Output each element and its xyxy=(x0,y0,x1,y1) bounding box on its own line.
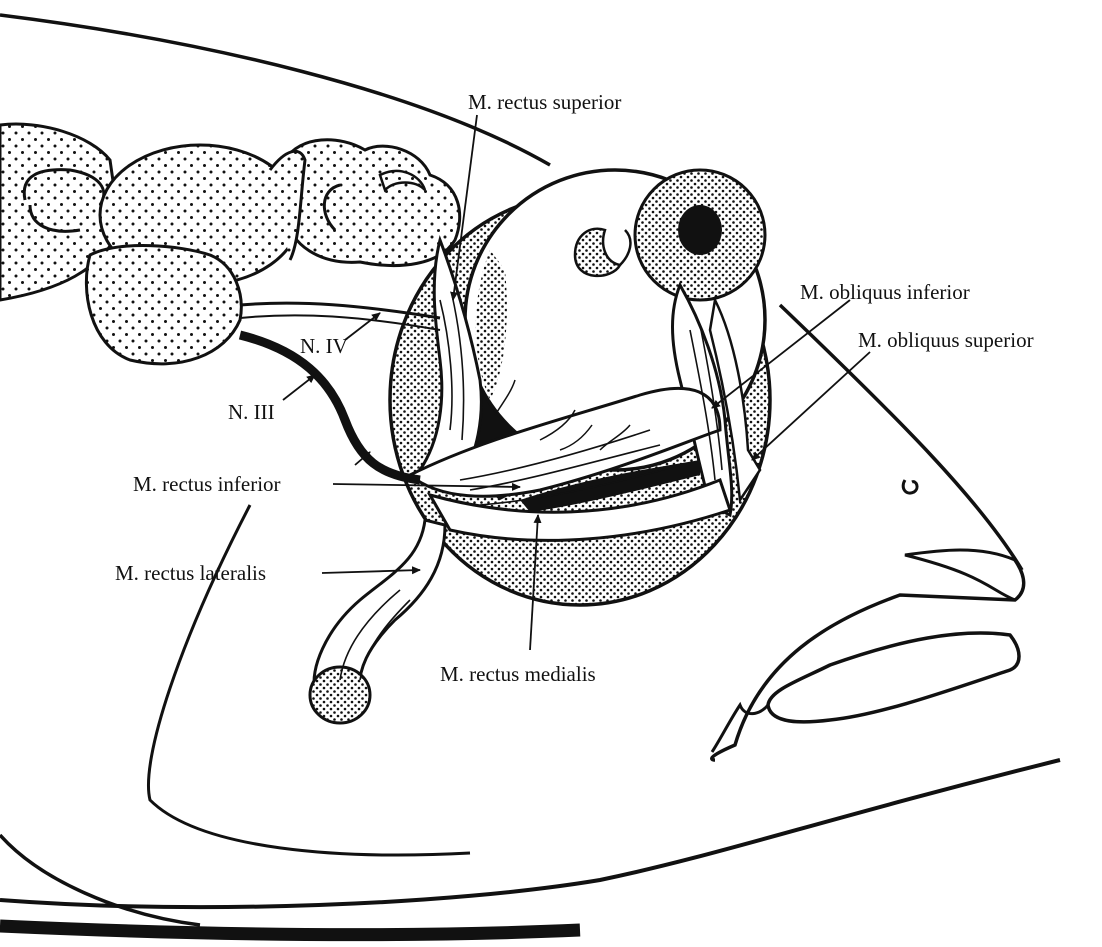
throat-band xyxy=(0,926,580,935)
upper-lip-inner xyxy=(905,550,1015,600)
nostril xyxy=(903,480,917,493)
pupil xyxy=(678,205,722,255)
lower-lip xyxy=(768,633,1019,722)
label-rectus-medialis: M. rectus medialis xyxy=(440,664,596,685)
label-n-iii: N. III xyxy=(228,402,275,423)
leader-n-iii xyxy=(283,375,315,400)
head-ventral-line xyxy=(0,760,1060,907)
label-obliquus-superior: M. obliquus superior xyxy=(858,330,1034,351)
label-obliquus-inferior: M. obliquus inferior xyxy=(800,282,970,303)
gill-line xyxy=(0,835,200,925)
label-n-iv: N. IV xyxy=(300,336,348,357)
label-rectus-inferior: M. rectus inferior xyxy=(133,474,281,495)
optic-lobe xyxy=(86,246,241,364)
label-rectus-lateralis: M. rectus lateralis xyxy=(115,563,266,584)
label-rectus-superior: M. rectus superior xyxy=(468,92,621,113)
